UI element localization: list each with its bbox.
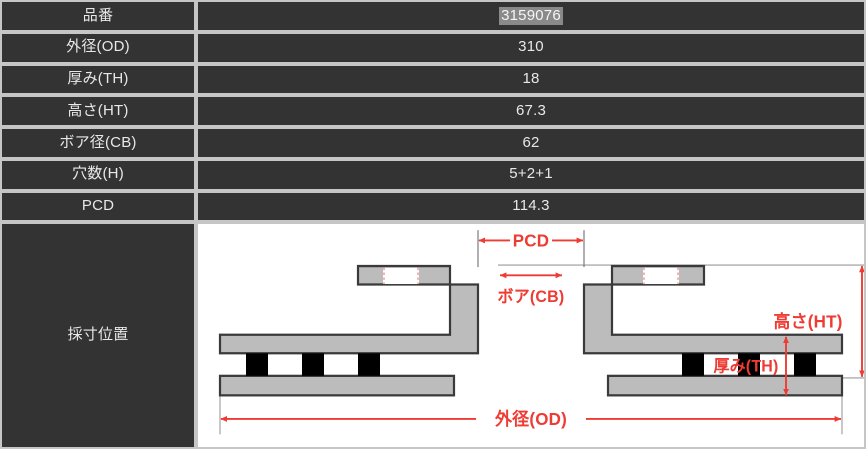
row-value-pcd[interactable]: 114.3 bbox=[196, 190, 866, 223]
row-value-outer-diameter[interactable]: 310 bbox=[196, 31, 866, 64]
row-value-height[interactable]: 67.3 bbox=[196, 95, 866, 128]
bore-label: ボア(CB) bbox=[498, 288, 565, 306]
right-hat-profile bbox=[582, 265, 844, 355]
row-label-pcd: PCD bbox=[0, 190, 196, 223]
left-outboard-plate bbox=[218, 375, 456, 397]
height-label: 高さ(HT) bbox=[773, 312, 842, 332]
rotor-left-half bbox=[218, 265, 480, 397]
height-dimension: 高さ(HT) bbox=[773, 265, 864, 378]
table-row-part-number: 品番 3159076 bbox=[0, 0, 866, 32]
table-row-outer-diameter: 外径(OD) 310 bbox=[0, 31, 866, 64]
left-hat-profile bbox=[218, 265, 480, 355]
row-label-hole-count: 穴数(H) bbox=[0, 158, 196, 191]
row-value-part-number[interactable]: 3159076 bbox=[196, 0, 866, 32]
table-row-hole-count: 穴数(H) 5+2+1 bbox=[0, 158, 866, 191]
left-bore-gap bbox=[383, 267, 419, 285]
row-label-thickness: 厚み(TH) bbox=[0, 63, 196, 96]
table-row-height: 高さ(HT) 67.3 bbox=[0, 95, 866, 128]
row-label-height: 高さ(HT) bbox=[0, 95, 196, 128]
left-vent-fins bbox=[246, 353, 380, 377]
row-value-hole-count[interactable]: 5+2+1 bbox=[196, 158, 866, 191]
row-value-thickness[interactable]: 18 bbox=[196, 63, 866, 96]
table-row-thickness: 厚み(TH) 18 bbox=[0, 63, 866, 96]
thickness-label: 厚み(TH) bbox=[713, 358, 778, 376]
right-bore-gap bbox=[643, 267, 679, 285]
right-outboard-plate bbox=[606, 375, 844, 397]
row-label-bore: ボア径(CB) bbox=[0, 127, 196, 159]
measurement-diagram: PCD ボア(CB) 高さ(HT) bbox=[198, 224, 864, 447]
measurement-diagram-cell: PCD ボア(CB) 高さ(HT) bbox=[196, 222, 866, 449]
part-number-selection: 3159076 bbox=[499, 6, 563, 26]
pcd-dimension: PCD bbox=[477, 230, 585, 268]
table-row-pcd: PCD 114.3 bbox=[0, 190, 866, 223]
pcd-label: PCD bbox=[513, 231, 549, 251]
row-label-measurement-position: 採寸位置 bbox=[0, 222, 196, 449]
outer-diameter-dimension: 外径(OD) bbox=[220, 409, 842, 430]
bore-dimension: ボア(CB) bbox=[498, 272, 565, 306]
table-row-bore: ボア径(CB) 62 bbox=[0, 127, 866, 159]
rotor-cross-section-svg: PCD ボア(CB) 高さ(HT) bbox=[218, 230, 864, 435]
thickness-dimension: 厚み(TH) bbox=[713, 336, 789, 396]
right-vent-fins bbox=[682, 353, 816, 377]
row-label-part-number: 品番 bbox=[0, 0, 196, 32]
row-value-bore[interactable]: 62 bbox=[196, 127, 866, 159]
outer-diameter-label: 外径(OD) bbox=[494, 409, 567, 429]
table-row-measurement-diagram: 採寸位置 bbox=[0, 222, 866, 449]
row-label-outer-diameter: 外径(OD) bbox=[0, 31, 196, 64]
